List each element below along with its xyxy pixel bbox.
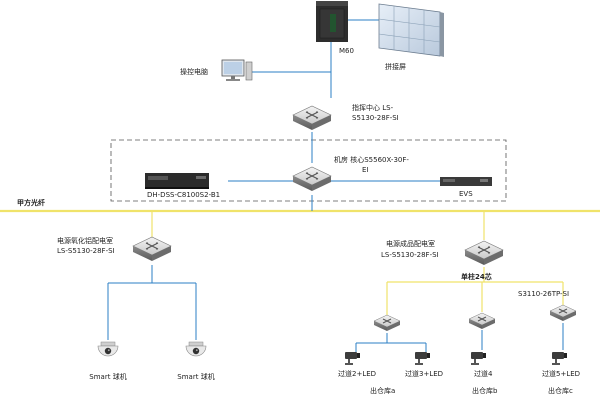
- bullet-camera-2: [415, 352, 430, 365]
- dome-camera-2: [185, 341, 207, 357]
- operator-pc: [221, 59, 253, 81]
- s3110-label: S3110-26TP-SI: [518, 290, 570, 298]
- nvr-device: [145, 173, 209, 189]
- command-center-switch: [292, 105, 332, 131]
- control-links: [228, 19, 441, 211]
- camera-1-label: Smart 球机: [89, 373, 127, 381]
- command-center-switch-label-2: S5130-28F-SI: [352, 114, 399, 122]
- sub-area-1-label: 出仓库a: [370, 387, 396, 395]
- aisle-3-label: 过道3+LED: [405, 370, 444, 378]
- aisle-2-label: 过道2+LED: [338, 370, 377, 378]
- bullet-camera-4: [552, 352, 567, 365]
- command-center-switch-label-1: 指挥中心 LS-: [352, 104, 394, 112]
- aisle-5-label: 过道5+LED: [542, 370, 581, 378]
- right-branch-links: [355, 211, 564, 352]
- aisle-4-label: 过道4: [474, 370, 493, 378]
- video-wall: [378, 3, 444, 57]
- machine-room-box: [110, 139, 507, 202]
- core-switch-label-1: 机房 核心S5560X-30F-: [334, 156, 409, 164]
- camera-2-label: Smart 球机: [177, 373, 215, 381]
- core-switch: [292, 166, 332, 192]
- right-room-label-1: 电源成品配电室: [386, 240, 435, 248]
- backbone-label: 甲方光纤: [17, 199, 45, 207]
- left-room-switch: [132, 236, 172, 262]
- bullet-camera-1: [345, 352, 360, 365]
- m60-label: M60: [339, 47, 354, 55]
- bullet-camera-3: [471, 352, 486, 365]
- dome-camera-1: [97, 341, 119, 357]
- left-room-label-1: 电源氧化铝配电室: [57, 237, 113, 245]
- evs-label: EVS: [459, 190, 473, 198]
- sub-area-2-label: 出仓库b: [472, 387, 498, 395]
- right-room-switch: [464, 240, 504, 266]
- access-switch-1: [373, 314, 401, 332]
- left-branch-links: [107, 211, 197, 340]
- right-room-label-2: LS-S5130-28F-SI: [381, 251, 439, 259]
- access-switch-2: [468, 312, 496, 330]
- operator-pc-label: 操控电脑: [180, 68, 208, 76]
- nvr-label: DH-DSS-C8100S2-B1: [147, 191, 221, 199]
- left-room-label-2: LS-S5130-28F-SI: [57, 247, 115, 255]
- core-switch-label-2: EI: [362, 166, 369, 174]
- video-wall-label: 拼接屏: [385, 63, 406, 71]
- pole-label: 单柱24芯: [461, 273, 492, 281]
- evs-device: [440, 177, 492, 186]
- sub-area-3-label: 出仓库c: [548, 387, 573, 395]
- access-switch-3: [549, 304, 577, 322]
- m60-server: [316, 1, 348, 42]
